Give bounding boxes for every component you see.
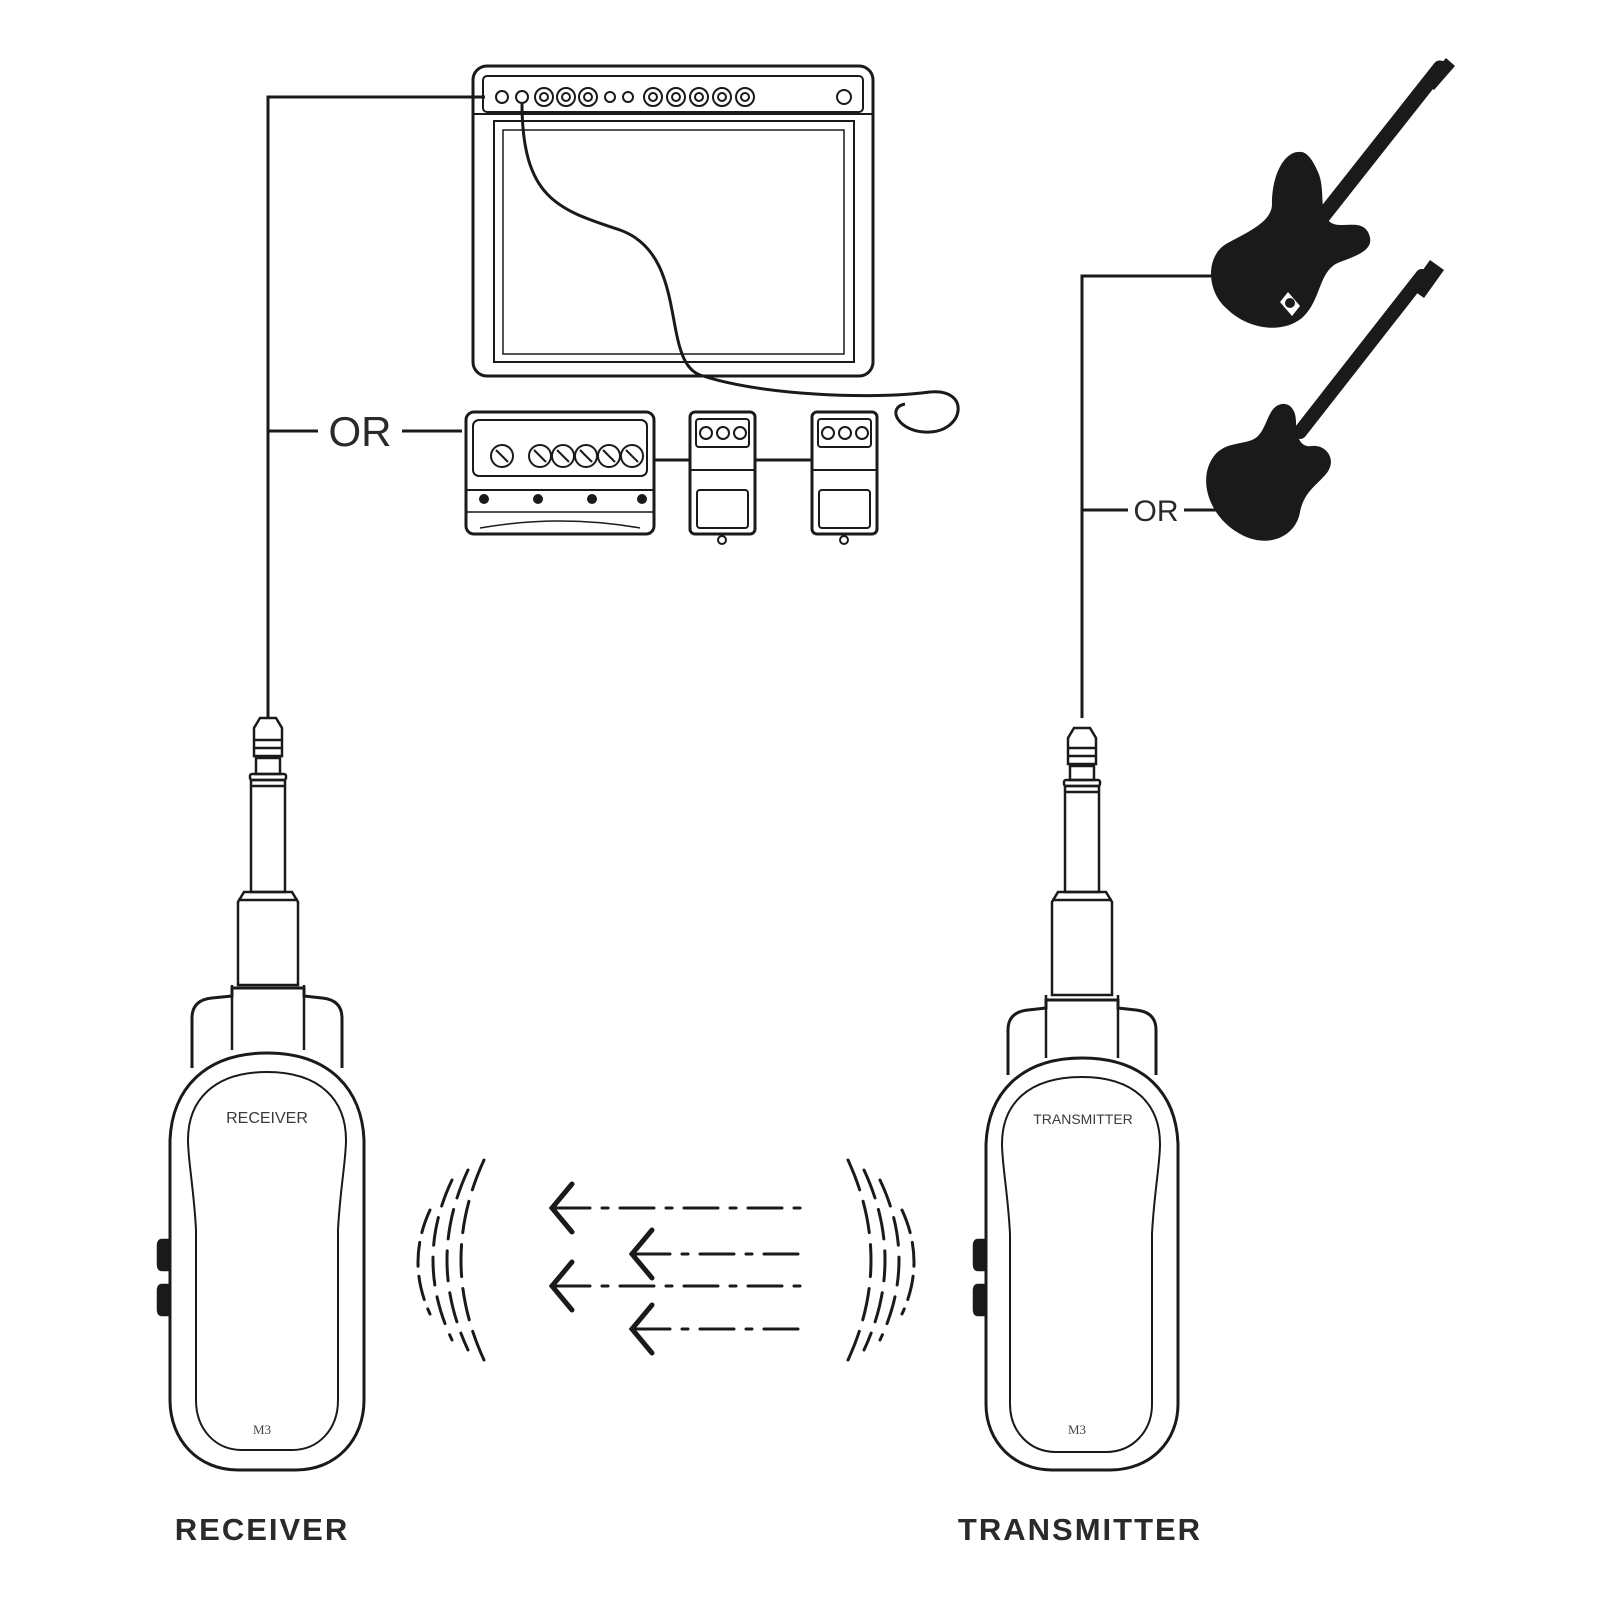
- signal-arrow: [548, 1259, 802, 1313]
- transmitter-model-label: M3: [1068, 1422, 1086, 1437]
- signal-arrow: [628, 1227, 802, 1281]
- amp-to-pedal-cable: [520, 102, 960, 434]
- signal-arrow: [548, 1181, 802, 1235]
- wireless-transmitter-icon: [972, 995, 1180, 1472]
- receiver-jack-plug: [236, 716, 300, 987]
- receiver-model-label: M3: [253, 1422, 271, 1437]
- effects-pedal-icon: [810, 410, 879, 545]
- receiver-cable: [266, 95, 485, 718]
- or-label-guitar: OR: [1134, 495, 1179, 528]
- wireless-receiver-icon: [156, 985, 366, 1472]
- transmitter-device-label: TRANSMITTER: [1033, 1111, 1133, 1127]
- signal-arrow: [628, 1302, 802, 1356]
- receiver-caption: RECEIVER: [175, 1512, 349, 1547]
- transmitter-caption: TRANSMITTER: [958, 1512, 1202, 1547]
- effects-pedal-icon: [688, 410, 757, 545]
- transmitter-jack-plug: [1050, 726, 1114, 997]
- wireless-signal-icon: [416, 1158, 916, 1362]
- multi-effects-pedal-icon: [464, 410, 656, 536]
- receiver-device-label: RECEIVER: [226, 1110, 308, 1127]
- signal-arrows: [548, 1181, 802, 1356]
- electric-guitar-icon: [1206, 260, 1444, 541]
- amplifier-icon: [471, 64, 875, 378]
- electric-guitar-icon: [1211, 58, 1455, 328]
- or-label-amp: OR: [329, 408, 392, 455]
